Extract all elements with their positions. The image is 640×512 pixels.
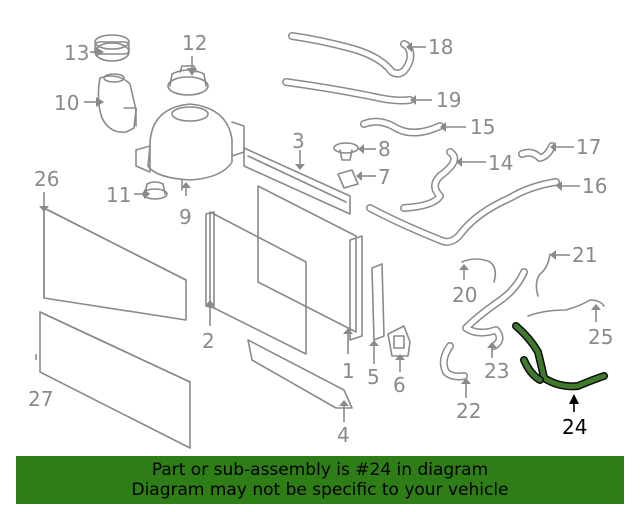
hose-20 <box>461 258 497 283</box>
part-26-upper-grille <box>43 207 187 321</box>
callout-18: 18 <box>428 35 453 59</box>
banner-line-1: Part or sub-assembly is #24 in diagram <box>151 460 489 480</box>
part-10-reservoir <box>97 73 137 134</box>
hose-22 <box>439 342 468 381</box>
hose-15 <box>360 117 444 137</box>
callout-11: 11 <box>106 183 131 207</box>
callout-6: 6 <box>393 373 406 397</box>
callout-26: 26 <box>34 167 59 191</box>
part-7-clip <box>337 169 359 189</box>
part-13-cap <box>94 34 130 62</box>
callout-3: 3 <box>292 129 305 153</box>
callout-19: 19 <box>436 88 461 112</box>
part-27-lower-grille <box>39 311 191 449</box>
hose-19 <box>282 78 414 105</box>
callout-24: 24 <box>562 415 587 439</box>
part-9-expansion-tank <box>135 103 245 191</box>
banner-line-2: Diagram may not be specific to your vehi… <box>131 480 509 500</box>
callout-7: 7 <box>378 165 391 189</box>
arrowheads <box>39 42 601 406</box>
callout-17: 17 <box>576 135 601 159</box>
callout-8: 8 <box>378 137 391 161</box>
part-12-cap <box>167 65 209 96</box>
callout-1: 1 <box>342 359 355 383</box>
part-2-condenser <box>205 211 307 355</box>
callout-23: 23 <box>484 359 509 383</box>
callout-22: 22 <box>456 399 481 423</box>
notice-banner: Part or sub-assembly is #24 in diagram D… <box>16 456 624 504</box>
part-6-bracket <box>387 325 411 357</box>
callout-4: 4 <box>337 423 350 447</box>
part-24-highlighted-hose <box>512 322 608 391</box>
part-1-radiator <box>257 185 363 341</box>
part-8-mount <box>333 142 359 161</box>
hose-14 <box>400 148 459 212</box>
callout-21: 21 <box>572 243 597 267</box>
part-5-seal <box>371 263 385 341</box>
callout-16: 16 <box>582 174 607 198</box>
hose-23 <box>462 268 528 350</box>
callout-2: 2 <box>202 329 215 353</box>
callout-27: 27 <box>28 387 53 411</box>
callout-13: 13 <box>64 41 89 65</box>
callout-5: 5 <box>367 365 380 389</box>
leader-lines <box>35 46 597 422</box>
callout-14: 14 <box>488 151 513 175</box>
hose-17 <box>518 142 556 162</box>
hose-21 <box>535 253 551 297</box>
hose-25 <box>527 299 605 317</box>
callout-20: 20 <box>452 283 477 307</box>
callout-25: 25 <box>588 325 613 349</box>
hose-18 <box>288 32 415 78</box>
callout-9: 9 <box>179 205 192 229</box>
callout-15: 15 <box>470 115 495 139</box>
callout-10: 10 <box>54 91 79 115</box>
hose-16 <box>366 178 560 246</box>
part-3-top-bracket <box>243 147 351 215</box>
callout-labels: 1 2 3 4 5 6 7 8 9 10 11 12 13 14 15 16 1… <box>28 31 613 447</box>
callout-12: 12 <box>182 31 207 55</box>
